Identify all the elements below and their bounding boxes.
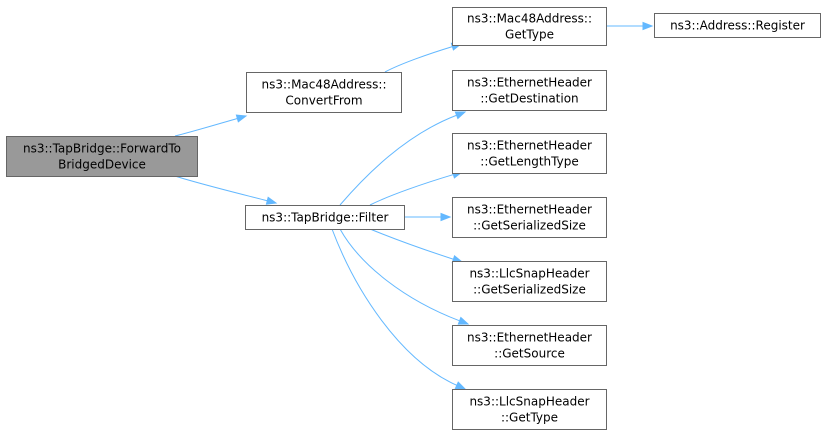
arrow-head-icon (642, 21, 654, 31)
node-label-line: ns3::EthernetHeader (467, 203, 592, 217)
arrow-head-icon (454, 381, 467, 390)
edge-macType-register (606, 21, 654, 31)
node-box (452, 261, 607, 302)
node-register[interactable]: ns3::Address::Register (654, 13, 821, 38)
node-box (452, 133, 607, 174)
node-box (246, 72, 402, 113)
arrow-head-icon (457, 316, 470, 325)
node-label-line: ns3::LlcSnapHeader (469, 267, 589, 281)
edge-line (369, 174, 454, 206)
edge-filter-ethSize (404, 212, 452, 222)
edge-line (174, 117, 238, 137)
node-label-line: ns3::Address::Register (670, 19, 805, 33)
node-filter[interactable]: ns3::TapBridge::Filter (245, 205, 405, 230)
node-label-line: ::GetSerializedSize (473, 219, 586, 233)
node-label-line: GetType (505, 28, 554, 42)
node-label-line: ns3::EthernetHeader (467, 76, 592, 90)
node-label-line: ::GetType (501, 411, 558, 425)
node-label-line: ns3::TapBridge::Filter (262, 211, 389, 225)
arrow-head-icon (440, 212, 452, 222)
node-llcSize[interactable]: ns3::LlcSnapHeader::GetSerializedSize (452, 261, 607, 302)
node-label-line: BridgedDevice (58, 158, 146, 172)
node-ethDest[interactable]: ns3::EthernetHeader::GetDestination (452, 70, 607, 111)
node-label-line: ns3::EthernetHeader (467, 331, 592, 345)
node-box (6, 136, 198, 177)
edge-line (384, 46, 453, 73)
node-label-line: ::GetSource (494, 347, 565, 361)
arrow-head-icon (454, 111, 467, 120)
edge-line (174, 175, 268, 202)
call-graph-edges (174, 21, 654, 390)
node-box (245, 205, 405, 230)
node-label-line: ns3::LlcSnapHeader (469, 395, 589, 409)
node-llcType[interactable]: ns3::LlcSnapHeader::GetType (452, 389, 607, 430)
node-macType[interactable]: ns3::Mac48Address::GetType (452, 7, 607, 46)
node-ethLen[interactable]: ns3::EthernetHeader::GetLengthType (452, 133, 607, 174)
node-label-line: ns3::Mac48Address:: (261, 78, 386, 92)
node-label-line: ns3::TapBridge::ForwardTo (23, 142, 181, 156)
arrow-head-icon (235, 114, 248, 123)
edge-line (339, 228, 460, 322)
node-label-line: ns3::EthernetHeader (467, 139, 592, 153)
edge-convert-macType (384, 42, 463, 73)
edge-line (331, 228, 457, 386)
call-graph-nodes: ns3::TapBridge::ForwardToBridgedDevicens… (6, 7, 821, 430)
node-box (452, 389, 607, 430)
edge-filter-ethSrc (339, 228, 470, 325)
node-ethSrc[interactable]: ns3::EthernetHeader::GetSource (452, 325, 607, 366)
edge-filter-llcType (331, 228, 467, 390)
edge-forward-filter (174, 175, 278, 205)
node-convert[interactable]: ns3::Mac48Address::ConvertFrom (246, 72, 402, 113)
arrow-head-icon (265, 196, 278, 205)
node-box (452, 70, 607, 111)
edge-line (339, 114, 457, 206)
node-label-line: ::GetLengthType (480, 155, 578, 169)
edge-filter-ethDest (339, 111, 467, 206)
edge-line (369, 228, 454, 260)
node-label-line: ConvertFrom (285, 94, 362, 108)
node-label-line: ::GetDestination (480, 92, 578, 106)
node-box (452, 325, 607, 366)
node-box (452, 7, 607, 46)
node-box (452, 197, 607, 238)
edge-forward-convert (174, 114, 248, 137)
edge-filter-ethLen (369, 170, 464, 206)
node-label-line: ::GetSerializedSize (473, 283, 586, 297)
node-ethSize[interactable]: ns3::EthernetHeader::GetSerializedSize (452, 197, 607, 238)
edge-filter-llcSize (369, 228, 464, 264)
node-label-line: ns3::Mac48Address:: (467, 12, 592, 26)
node-box (654, 13, 821, 38)
